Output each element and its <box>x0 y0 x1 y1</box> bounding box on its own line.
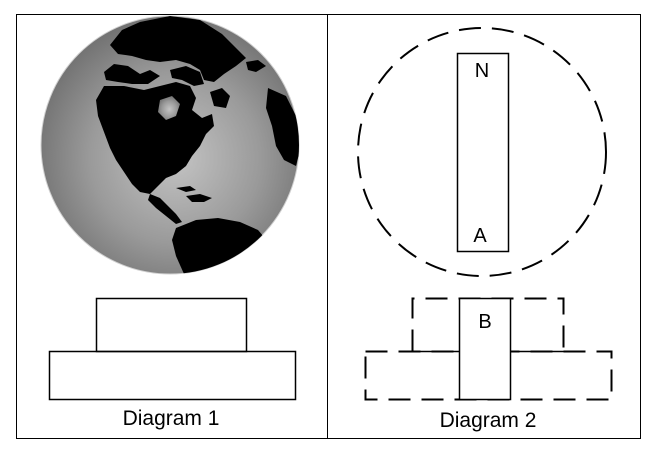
baffin-island <box>210 88 230 108</box>
diagram-2-panel: N A B Diagram 2 <box>357 27 613 432</box>
north-america-landmass <box>96 82 214 194</box>
caribbean-islands <box>186 194 212 202</box>
central-america-landmass <box>148 194 182 224</box>
alaska-landmass <box>104 64 160 84</box>
bar-magnet <box>456 52 510 253</box>
magnet-label-bottom: A <box>473 225 487 247</box>
diagram-1-upper-block <box>95 297 248 353</box>
hudson-bay <box>158 96 180 120</box>
diagram-1-lower-block <box>48 350 297 401</box>
greenland-landmass <box>110 16 246 82</box>
side-view-bar <box>458 297 512 401</box>
iceland-island <box>246 60 266 72</box>
arctic-islands <box>170 66 204 86</box>
cuba-island <box>176 186 196 192</box>
europe-africa-edge <box>266 88 299 166</box>
side-view-label: B <box>478 311 491 333</box>
earth-globe-icon <box>40 15 300 275</box>
diagram-1-caption: Diagram 1 <box>123 407 220 430</box>
dashed-circle <box>357 27 607 277</box>
magnet-label-top: N <box>475 60 489 82</box>
diagram-2-caption: Diagram 2 <box>440 409 537 432</box>
diagram-1-panel: Diagram 1 <box>40 15 300 430</box>
outer-frame <box>16 14 641 439</box>
